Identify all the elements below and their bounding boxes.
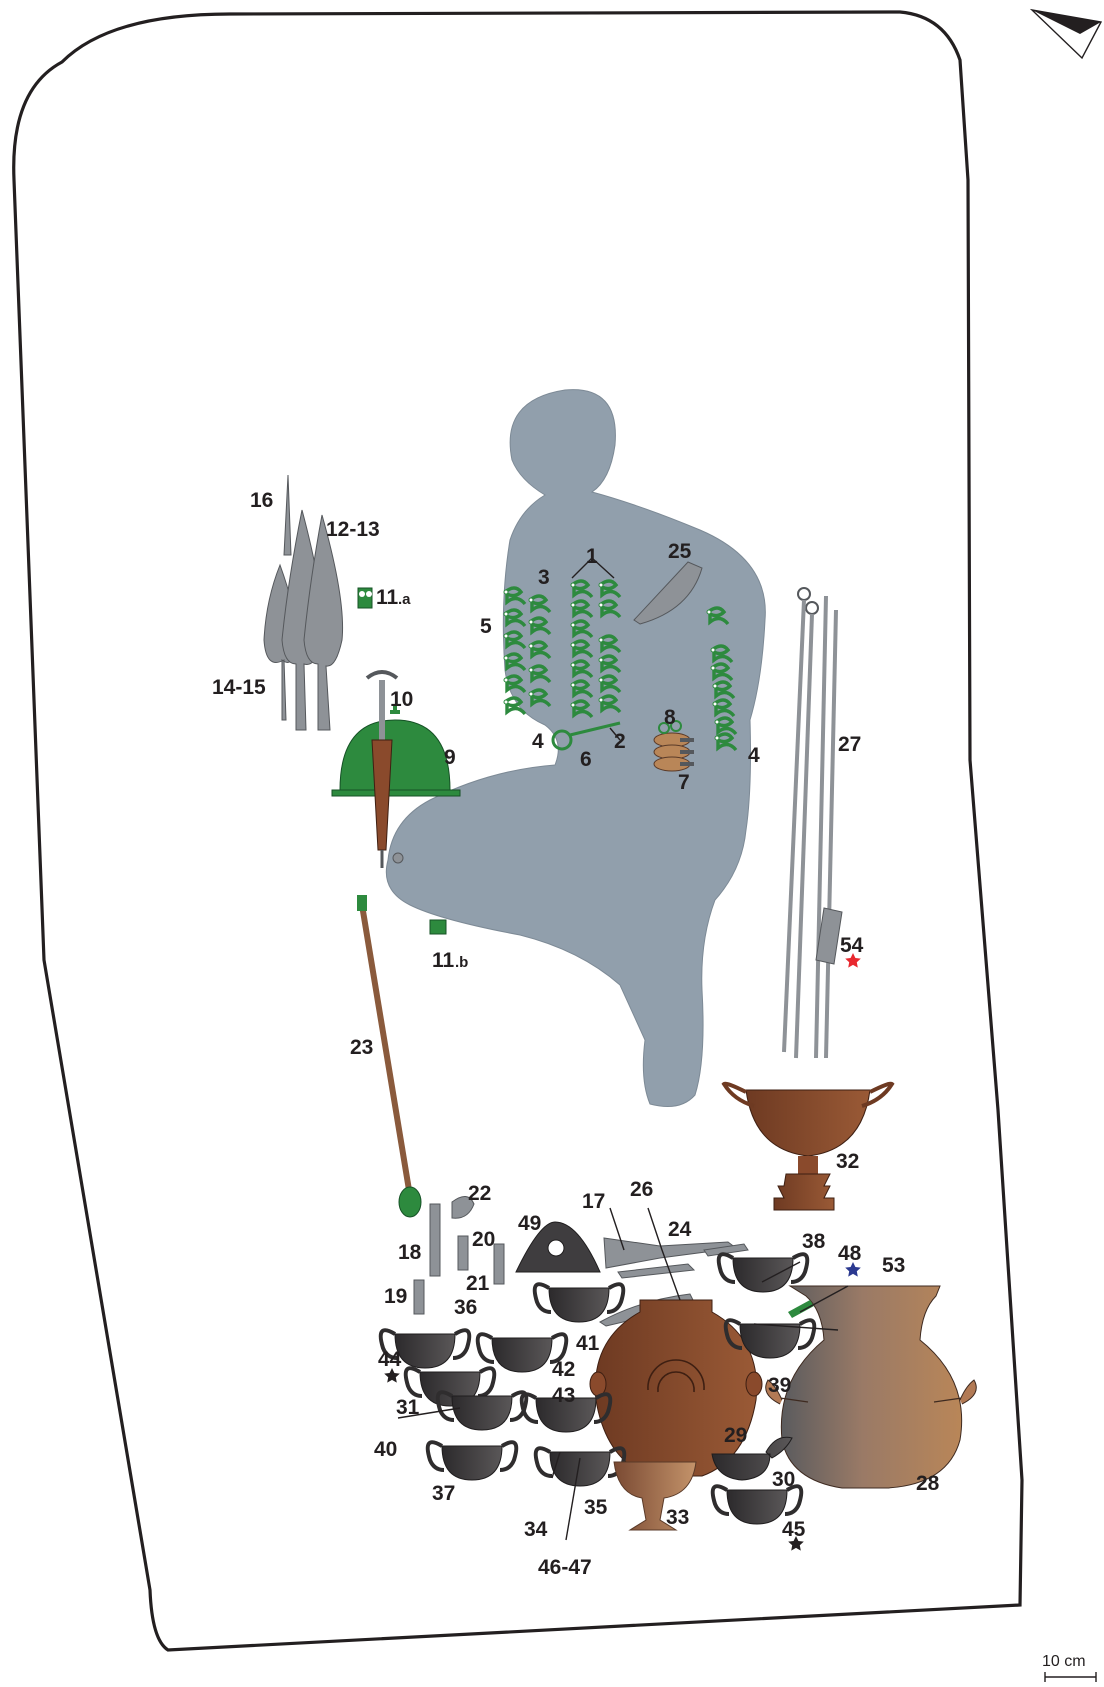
label-43: 43: [552, 1384, 575, 1407]
object-53: [788, 1300, 814, 1318]
label-35: 35: [584, 1496, 608, 1519]
label-49: 49: [518, 1212, 541, 1235]
label-17: 17: [582, 1190, 605, 1213]
label-48: 48: [838, 1242, 862, 1265]
label-44: 44: [378, 1348, 402, 1371]
label-12-13: 12-13: [326, 518, 380, 541]
fitting-11a: [358, 588, 372, 608]
label-28: 28: [916, 1472, 940, 1495]
label-25: 25: [668, 540, 692, 563]
label-7: 7: [678, 771, 690, 794]
label-36: 36: [454, 1296, 477, 1319]
label-45: 45: [782, 1518, 806, 1541]
label-30: 30: [772, 1468, 795, 1491]
north-arrow-icon: [1032, 10, 1101, 58]
label-11a-sub: .a: [398, 591, 411, 608]
scale-label: 10 cm: [1042, 1653, 1086, 1670]
pithos-28: [766, 1286, 977, 1488]
label-42: 42: [552, 1358, 575, 1381]
label-53: 53: [882, 1254, 905, 1277]
label-37: 37: [432, 1482, 455, 1505]
label-14-15: 14-15: [212, 676, 266, 699]
fitting-11b: [430, 920, 446, 934]
label-21: 21: [466, 1272, 490, 1295]
label-11b-sub: .b: [455, 954, 468, 971]
label-33: 33: [666, 1506, 689, 1529]
label-23: 23: [350, 1036, 373, 1059]
label-11b: 11: [432, 949, 455, 972]
label-29: 29: [724, 1424, 747, 1447]
label-38: 38: [802, 1230, 826, 1253]
label-54: 54: [840, 934, 864, 957]
label-2: 2: [614, 730, 626, 753]
label-31: 31: [396, 1396, 420, 1419]
label-5: 5: [480, 615, 492, 638]
label-4-right: 4: [748, 744, 760, 767]
label-26: 26: [630, 1178, 653, 1201]
label-39: 39: [768, 1374, 791, 1397]
label-4-left: 4: [532, 730, 544, 753]
label-20: 20: [472, 1228, 495, 1251]
label-6: 6: [580, 748, 592, 771]
spearheads-12-16: [264, 475, 343, 730]
obeloi-27: [784, 588, 836, 1058]
label-8: 8: [664, 706, 676, 729]
label-41: 41: [576, 1332, 600, 1355]
label-16: 16: [250, 489, 273, 512]
label-22: 22: [468, 1182, 491, 1205]
label-18: 18: [398, 1241, 422, 1264]
label-40: 40: [374, 1438, 397, 1461]
scale-bar: 10 cm: [1042, 1653, 1096, 1682]
label-46-47: 46-47: [538, 1556, 592, 1579]
axe-17-24: [604, 1238, 748, 1278]
label-1: 1: [586, 545, 598, 568]
label-10: 10: [390, 688, 413, 711]
label-19: 19: [384, 1285, 407, 1308]
label-9: 9: [444, 746, 456, 769]
krater-32: [724, 1084, 892, 1210]
label-11a: 11: [376, 586, 399, 609]
label-27: 27: [838, 733, 861, 756]
label-24: 24: [668, 1218, 692, 1241]
helmet-9: [332, 706, 460, 796]
label-34: 34: [524, 1518, 548, 1541]
label-3: 3: [538, 566, 550, 589]
label-32: 32: [836, 1150, 859, 1173]
